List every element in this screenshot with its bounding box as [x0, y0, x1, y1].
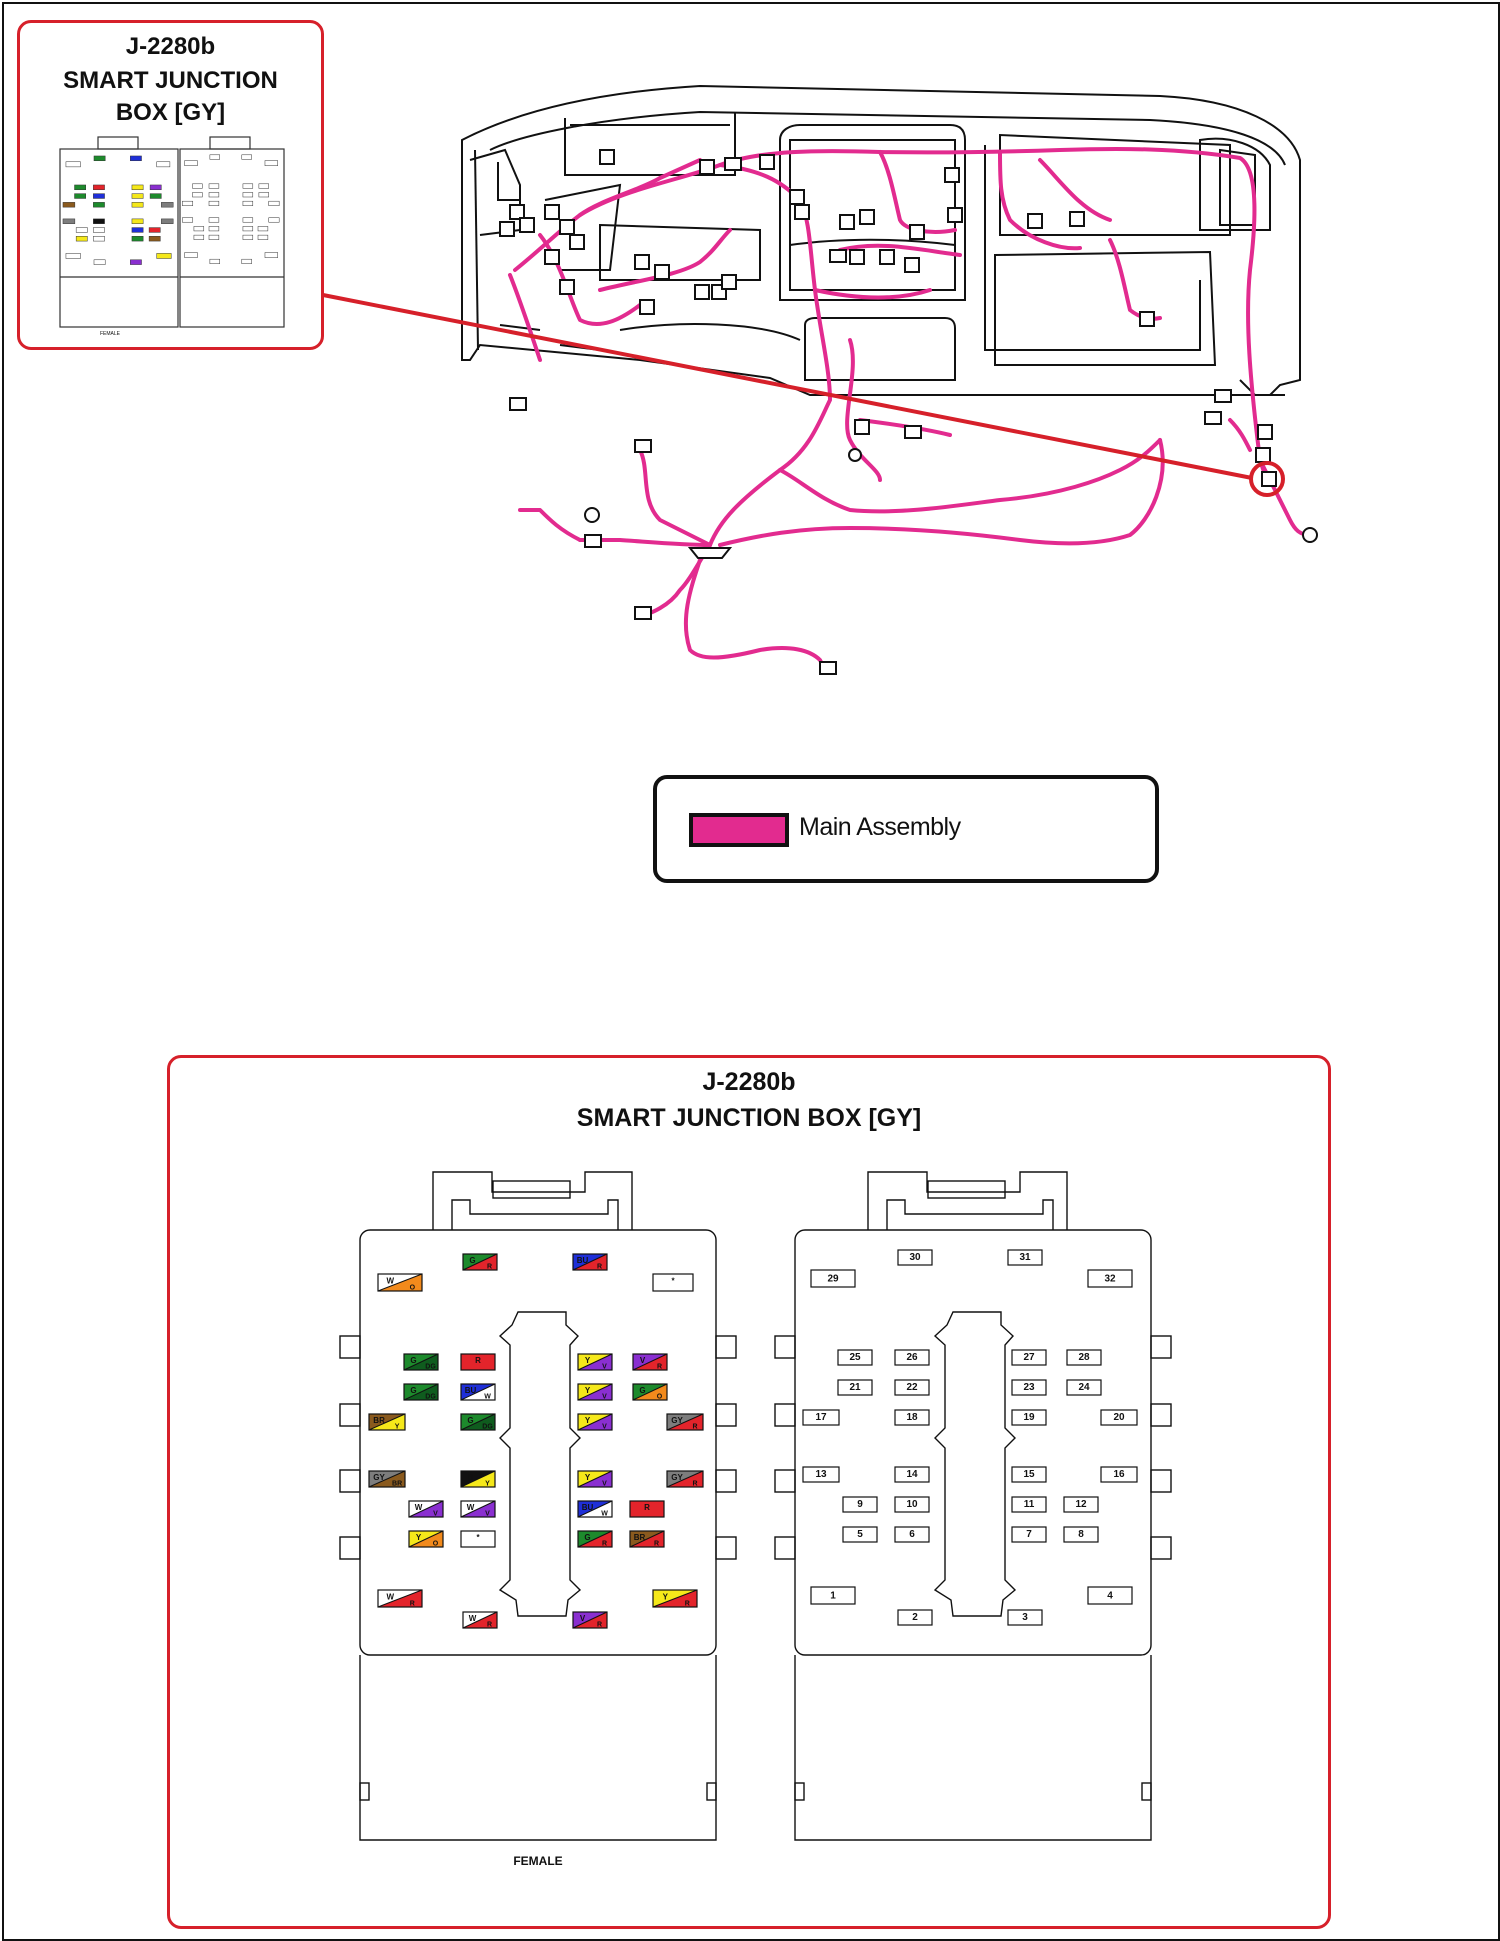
inset-small-cavity-27	[131, 236, 144, 242]
connector-callout	[317, 292, 1285, 497]
inset-small-pin-24	[258, 192, 269, 198]
inset-small-cavity-20	[161, 218, 174, 224]
inset-small-cavity-9	[74, 193, 86, 199]
inset-small-cavity-6	[93, 184, 105, 191]
inset-small-pin-20	[268, 200, 280, 206]
inset-small-cavity-12	[149, 193, 162, 199]
inset-small-gender-label: FEMALE	[100, 331, 121, 335]
inset-small-cavity-23	[131, 227, 144, 233]
inset-small-pin-2	[209, 258, 220, 264]
inset-small-cavity-2	[93, 155, 106, 162]
inset-small-cavity-30	[93, 259, 106, 265]
inset-small-cavity-4	[156, 161, 171, 168]
inset-small-cavity-16	[161, 202, 174, 208]
inset-small-cavity-8	[149, 184, 162, 191]
inset-small-pin-21	[192, 192, 203, 198]
dashboard-harness-illustration	[317, 84, 1318, 675]
inset-small-pin-16	[268, 217, 280, 223]
connector-inset-small: J-2280b SMART JUNCTION BOX [GY] FEMALE	[17, 20, 324, 350]
inset-small-cavity-18	[93, 218, 105, 224]
inset-small-pin-18	[208, 200, 220, 206]
connector-inset-large: J-2280b SMART JUNCTION BOX [GY]	[167, 1055, 1331, 1929]
inset-small-pin-14	[208, 217, 220, 223]
inset-small-pin-1	[184, 252, 198, 258]
inset-small-pin-5	[193, 234, 205, 240]
main-assembly-harness	[508, 146, 1312, 672]
inset-small-pin-32	[264, 160, 278, 166]
inset-small-pin-15	[242, 217, 254, 223]
inset-small-pin-22	[208, 192, 220, 198]
inset-small-pin-3	[241, 258, 252, 264]
inset-small-cavity-11	[131, 193, 144, 199]
inset-small-cavity-25	[75, 236, 88, 242]
inset-small-cavity-13	[62, 202, 76, 208]
inset-large-id: J-2280b	[702, 1068, 796, 1096]
inset-small-pin-19	[242, 200, 254, 206]
inset-small-cavity-15	[131, 202, 144, 208]
inset-small-cavity-10	[93, 193, 105, 199]
legend-label-main-assembly: Main Assembly	[799, 813, 961, 841]
legend-swatch-main-assembly	[689, 813, 789, 847]
inset-small-pin-30	[209, 154, 220, 160]
inset-small-cavity-21	[75, 227, 88, 233]
inset-small-name-line2: BOX [GY]	[115, 99, 226, 126]
inset-small-pin-23	[242, 192, 254, 198]
inset-small-cavity-7	[131, 184, 144, 191]
inset-small-pin-8	[257, 234, 269, 240]
inset-small-pin-26	[208, 183, 220, 189]
inset-small-pin-28	[258, 183, 269, 189]
inset-small-pin-13	[182, 217, 194, 223]
inset-small-pin-10	[208, 226, 220, 232]
inset-small-id: J-2280b	[125, 33, 216, 60]
inset-small-cavity-28	[148, 236, 161, 242]
inset-small-pin-12	[257, 226, 269, 232]
inset-large-name: SMART JUNCTION BOX [GY]	[576, 1104, 922, 1132]
inset-small-pin-11	[242, 226, 254, 232]
inset-small-cavity-marks	[62, 154, 280, 265]
inset-small-connector-faces: FEMALE	[59, 136, 285, 335]
inset-small-pin-9	[193, 226, 205, 232]
inset-small-cavity-26	[93, 236, 105, 242]
harness-connectors	[499, 149, 1318, 675]
inset-small-cavity-32	[156, 253, 172, 259]
inset-small-cavity-3	[130, 155, 142, 162]
inset-small-cavity-22	[93, 227, 105, 233]
inset-small-cavity-31	[130, 259, 142, 265]
inset-small-pin-17	[182, 200, 194, 206]
inset-small-pin-25	[192, 183, 203, 189]
inset-small-cavity-24	[148, 227, 161, 233]
inset-small-pin-6	[208, 234, 220, 240]
inset-small-cavity-17	[62, 218, 76, 224]
inset-small-cavity-14	[93, 202, 105, 208]
inset-small-pin-27	[242, 183, 254, 189]
inset-small-name-line1: SMART JUNCTION	[63, 67, 278, 94]
inset-small-cavity-5	[74, 184, 86, 191]
inset-small-cavity-1	[65, 161, 81, 168]
inset-small-pin-7	[242, 234, 254, 240]
legend-box: Main Assembly	[653, 775, 1159, 883]
inset-small-pin-31	[241, 154, 252, 160]
inset-small-pin-29	[184, 160, 198, 166]
inset-small-cavity-19	[131, 218, 144, 224]
inset-small-pin-4	[264, 252, 278, 258]
inset-small-cavity-29	[65, 253, 81, 259]
